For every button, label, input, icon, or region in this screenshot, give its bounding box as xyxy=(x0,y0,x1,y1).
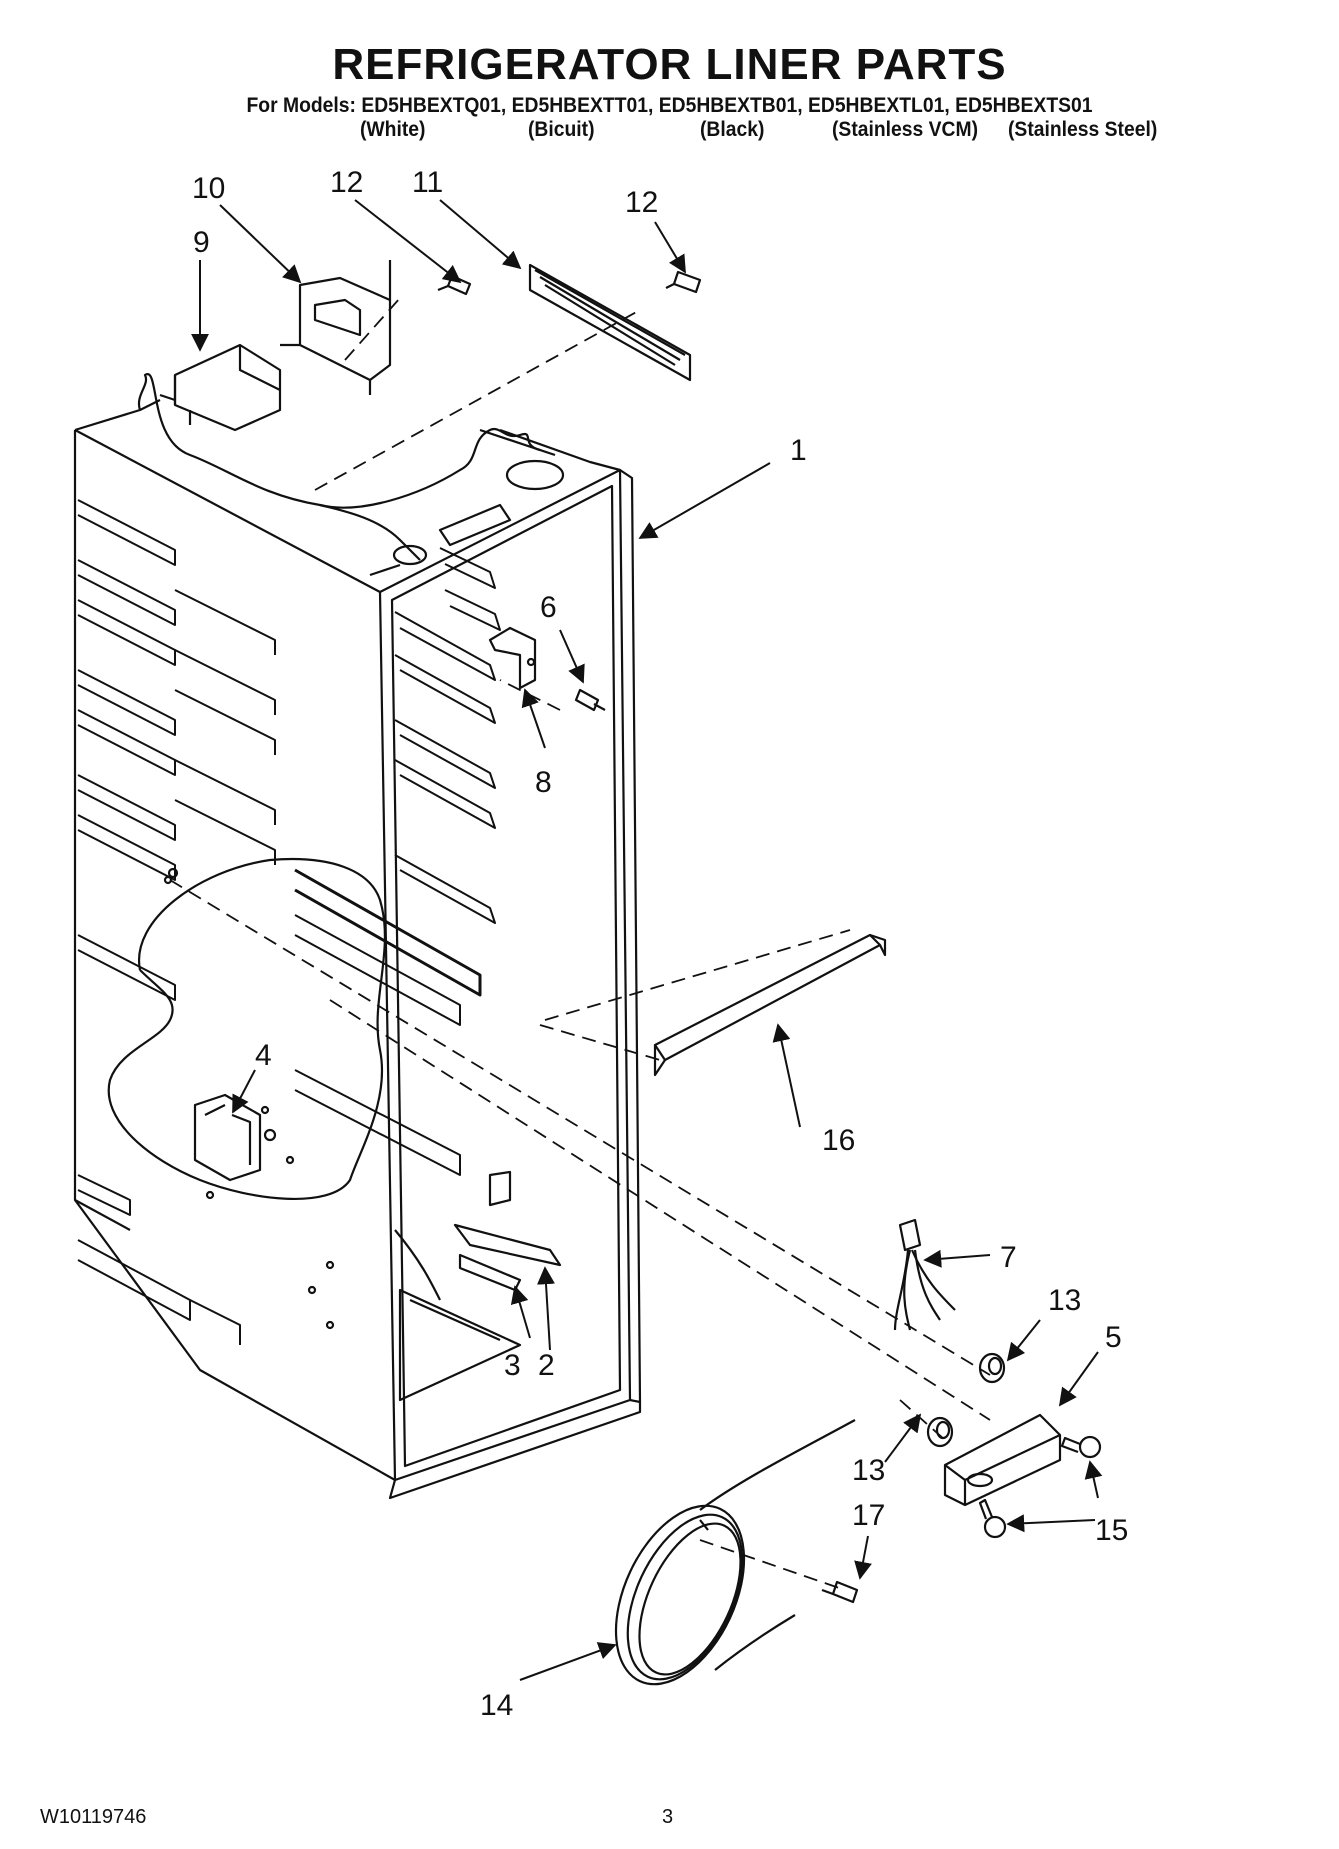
part-16-cover xyxy=(653,933,887,1077)
callout-7: 7 xyxy=(1000,1241,1017,1274)
callout-6: 6 xyxy=(540,591,557,624)
part-3-pad xyxy=(458,1253,522,1292)
part-14-tubing xyxy=(614,1419,856,1686)
part-2-pad xyxy=(453,1170,562,1267)
part-15-bulb-top xyxy=(1060,1435,1102,1459)
part-11-strip xyxy=(528,263,692,382)
part-7-harness xyxy=(893,1218,956,1331)
callout-9: 9 xyxy=(193,226,210,259)
callout-10: 10 xyxy=(192,172,225,205)
callout-14: 14 xyxy=(480,1689,513,1722)
part-4-control xyxy=(193,1093,262,1182)
callout-15: 15 xyxy=(1095,1514,1128,1547)
document-number: W10119746 xyxy=(40,1806,147,1828)
part-10-bracket xyxy=(280,260,392,395)
callout-8: 8 xyxy=(535,766,552,799)
part-9-connector xyxy=(159,343,282,432)
callout-1: 1 xyxy=(790,434,807,467)
color-white: (White) xyxy=(360,118,426,141)
part-15-bulb-bottom xyxy=(978,1498,1007,1539)
part-5-housing xyxy=(943,1413,1062,1507)
part-17-screw xyxy=(821,1580,859,1604)
callout-4: 4 xyxy=(255,1039,272,1072)
part-13-grommet-top xyxy=(978,1352,1006,1384)
part-6-screw xyxy=(574,688,606,712)
callout-5: 5 xyxy=(1105,1321,1122,1354)
liner-body xyxy=(73,373,642,1500)
callout-12-right: 12 xyxy=(625,186,658,219)
color-stainless-steel: (Stainless Steel) xyxy=(1008,118,1158,141)
color-black: (Black) xyxy=(700,118,765,141)
callout-17: 17 xyxy=(852,1499,885,1532)
callout-2: 2 xyxy=(538,1349,555,1382)
callout-11: 11 xyxy=(412,166,443,199)
part-12-screw-left xyxy=(437,274,472,296)
callout-12-left: 12 xyxy=(330,166,363,199)
page-number: 3 xyxy=(662,1806,674,1828)
color-bicuit: (Bicuit) xyxy=(528,118,595,141)
callout-16: 16 xyxy=(822,1124,855,1157)
models-line: For Models: ED5HBEXTQ01, ED5HBEXTT01, ED… xyxy=(246,94,1093,117)
part-13-grommet-bottom xyxy=(926,1416,954,1448)
callout-13-top: 13 xyxy=(1048,1284,1081,1317)
color-stainless-vcm: (Stainless VCM) xyxy=(832,118,979,141)
callout-13-bottom: 13 xyxy=(852,1454,885,1487)
part-8-bracket xyxy=(488,626,537,690)
callout-3: 3 xyxy=(504,1349,521,1382)
part-12-screw-right xyxy=(665,270,702,294)
page-title: REFRIGERATOR LINER PARTS xyxy=(332,40,1007,89)
